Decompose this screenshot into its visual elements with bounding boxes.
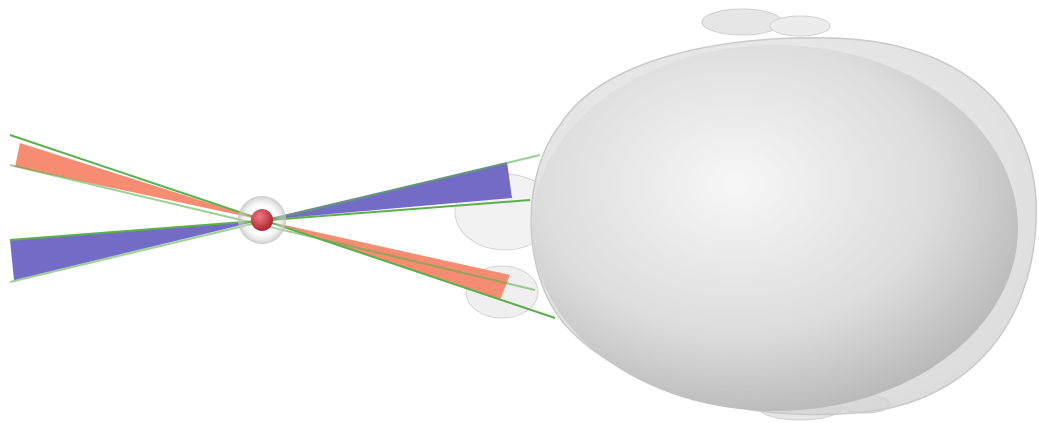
head-surface xyxy=(532,45,1018,411)
orange-beam-left xyxy=(15,143,262,220)
blue-beam-left xyxy=(10,220,262,280)
source-sphere xyxy=(251,209,273,231)
ear-top xyxy=(702,9,830,36)
source-point xyxy=(238,196,286,244)
